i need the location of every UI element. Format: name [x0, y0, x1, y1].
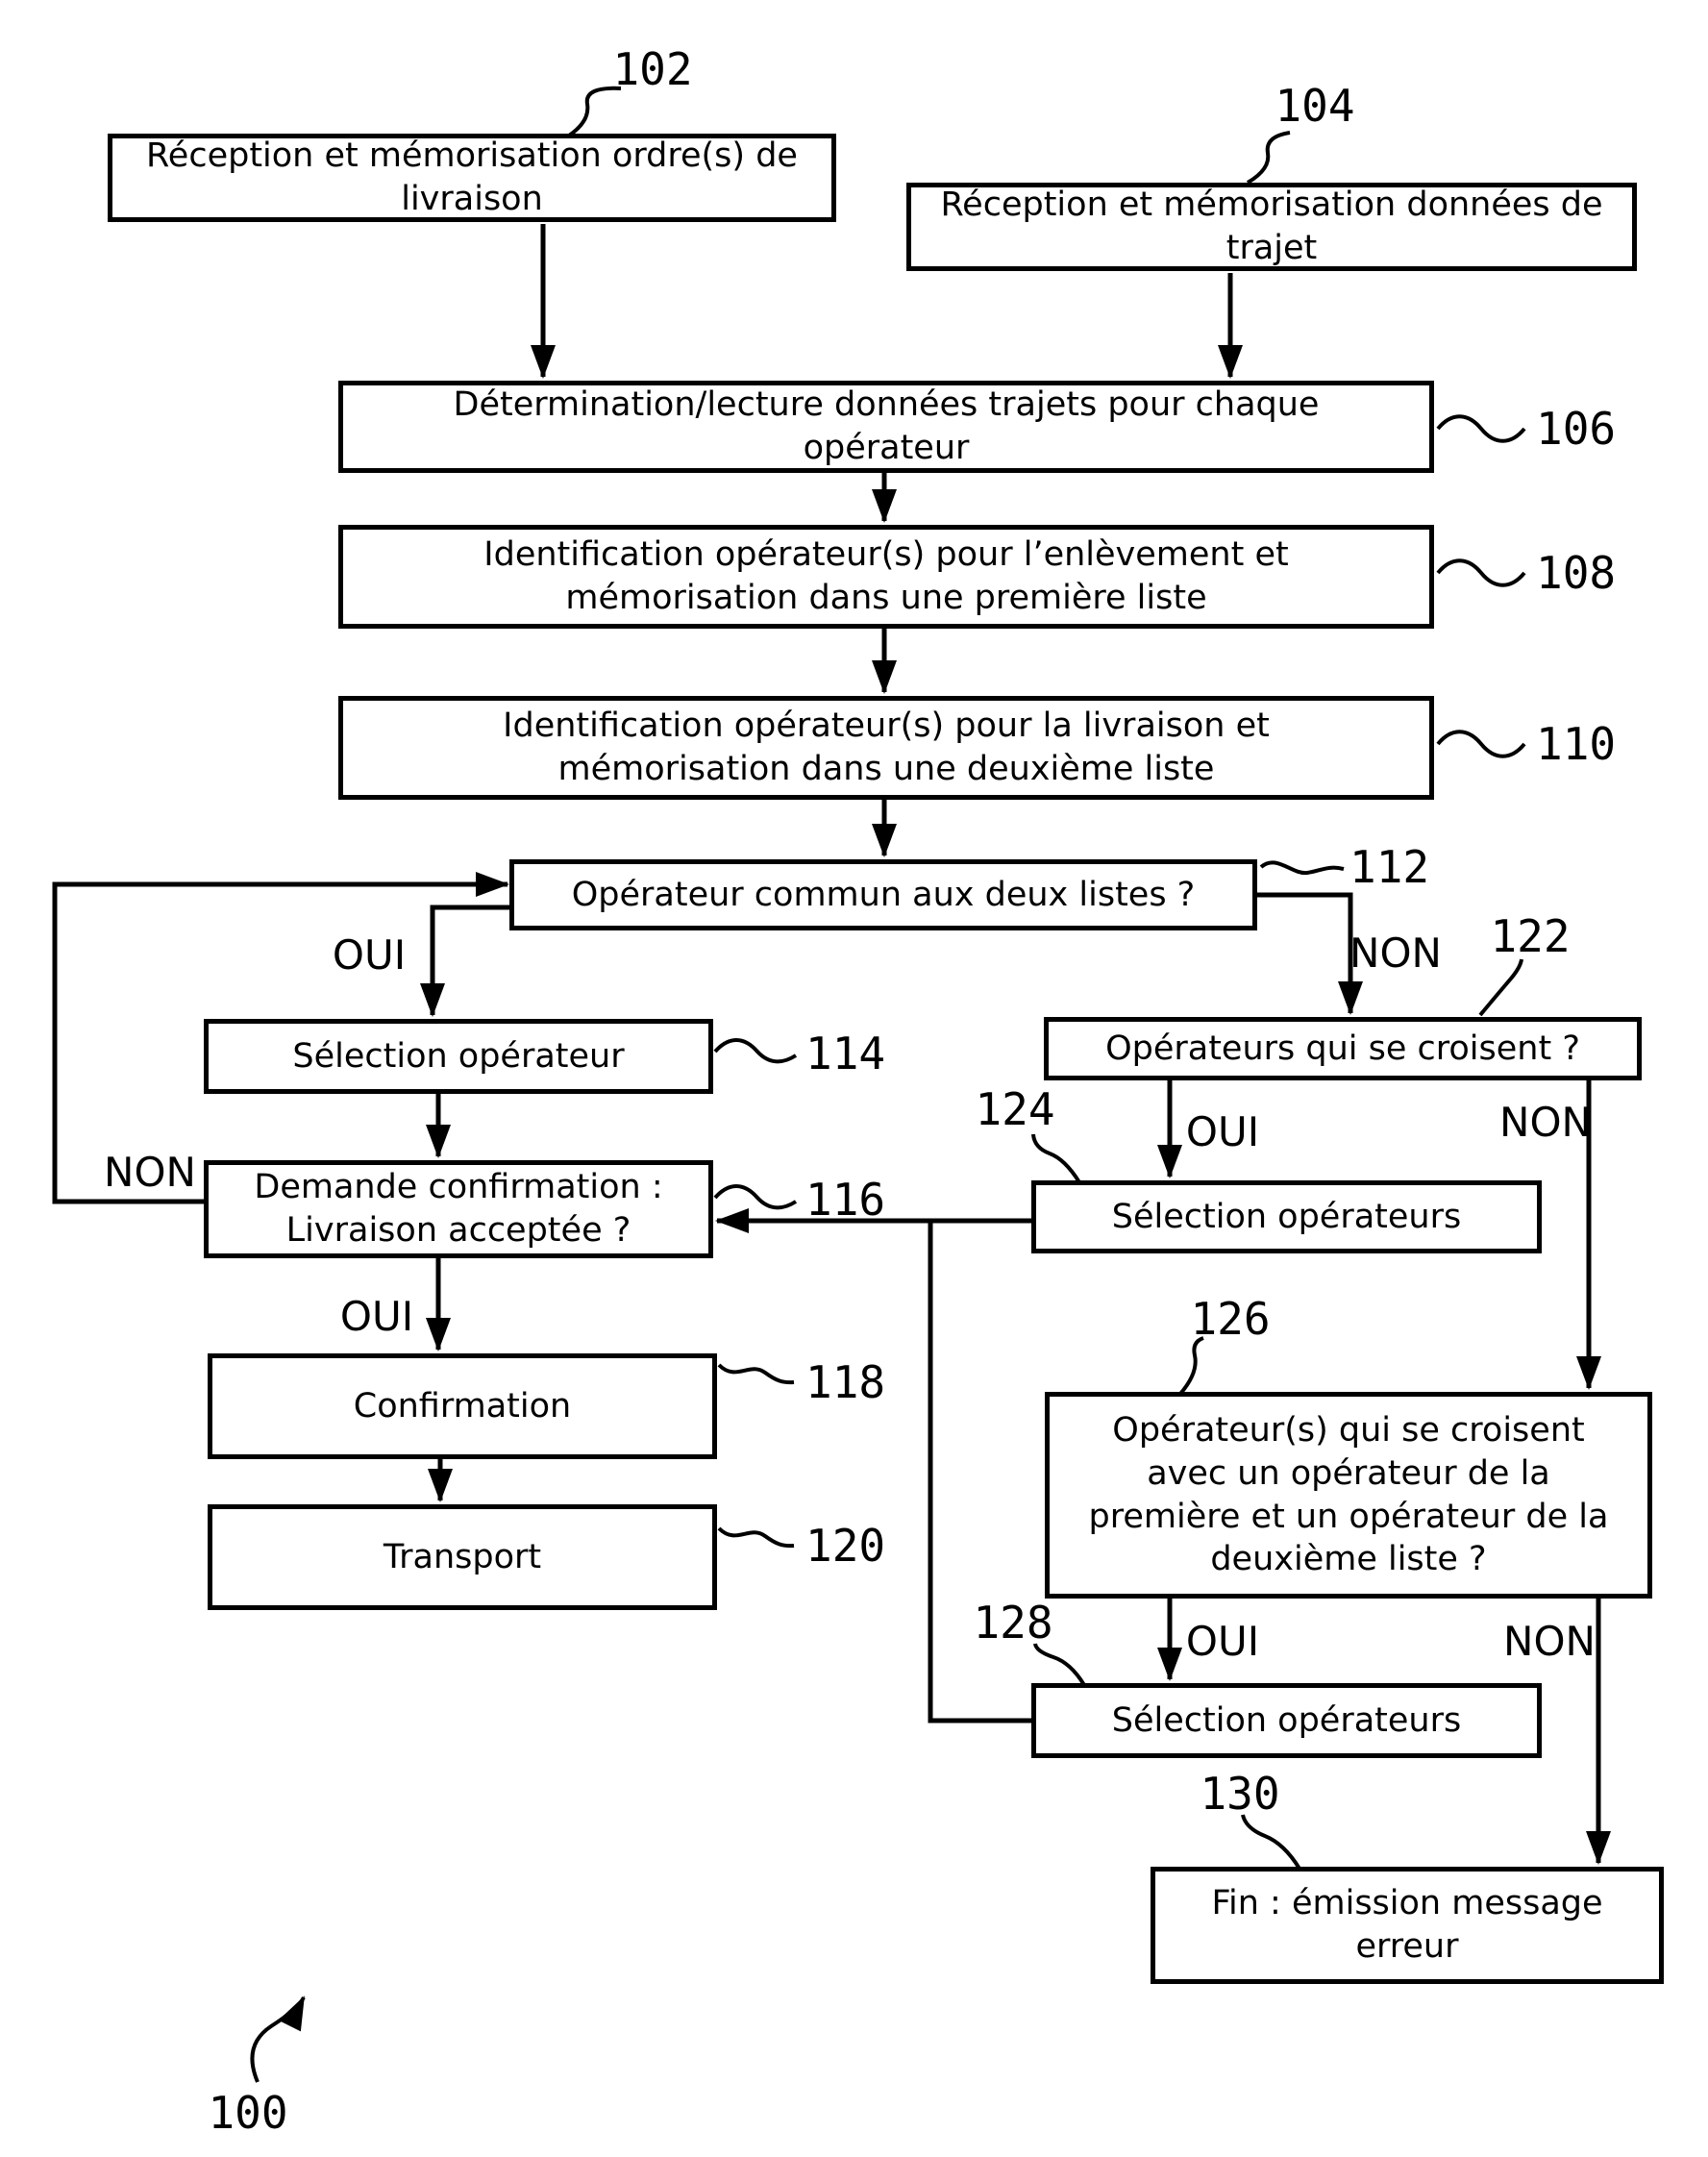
leader-106	[1436, 414, 1526, 443]
ref-102: 102	[612, 43, 692, 95]
leader-104	[1246, 131, 1291, 185]
ref-128: 128	[973, 1597, 1052, 1649]
leader-124	[1031, 1133, 1081, 1184]
process-box-124-label: Sélection opérateurs	[1111, 1197, 1462, 1236]
decision-box-112-label: Opérateur commun aux deux listes ?	[571, 875, 1196, 914]
decision-box-126-label: Opérateur(s) qui se croisent avec un opé…	[1088, 1410, 1609, 1579]
branch-oui-112-114: OUI	[333, 931, 406, 979]
edge-128-join	[928, 1221, 1031, 1723]
terminal-box-130: Fin : émission message erreur	[1151, 1867, 1664, 1984]
leader-112	[1259, 860, 1345, 876]
edge-112-114-oui	[420, 905, 511, 1017]
ref-108: 108	[1536, 547, 1616, 599]
process-box-120-label: Transport	[383, 1537, 542, 1576]
ref-104: 104	[1275, 80, 1354, 132]
leader-108	[1436, 558, 1526, 587]
leader-122	[1478, 958, 1523, 1017]
branch-non-116-112: NON	[104, 1149, 196, 1196]
ref-118: 118	[805, 1356, 885, 1408]
decision-box-122-label: Opérateurs qui se croisent ?	[1105, 1029, 1580, 1068]
terminal-box-130-label: Fin : émission message erreur	[1211, 1884, 1603, 1966]
ref-110: 110	[1536, 718, 1616, 770]
ref-116: 116	[805, 1174, 885, 1226]
branch-oui-126-128: OUI	[1186, 1618, 1259, 1665]
leader-116	[713, 1184, 798, 1210]
process-box-118: Confirmation	[208, 1353, 717, 1459]
leader-120	[717, 1526, 795, 1549]
process-box-102-label: Réception et mémorisation ordre(s) de li…	[146, 136, 798, 218]
process-box-102: Réception et mémorisation ordre(s) de li…	[108, 134, 836, 222]
branch-oui-122-124: OUI	[1186, 1108, 1259, 1155]
ref-126: 126	[1190, 1293, 1270, 1345]
process-box-110-label: Identification opérateur(s) pour la livr…	[503, 707, 1270, 788]
branch-non-112-122: NON	[1349, 930, 1442, 977]
leader-102	[567, 86, 622, 137]
process-box-124: Sélection opérateurs	[1031, 1180, 1542, 1253]
process-box-108-label: Identification opérateur(s) pour l’enlèv…	[483, 535, 1289, 617]
ref-114: 114	[805, 1028, 885, 1079]
decision-box-116-label: Demande confirmation : Livraison accepté…	[254, 1168, 663, 1250]
decision-box-126: Opérateur(s) qui se croisent avec un opé…	[1045, 1392, 1652, 1599]
branch-non-122-126: NON	[1499, 1099, 1592, 1146]
ref-130: 130	[1200, 1768, 1279, 1820]
process-box-106: Détermination/lecture données trajets po…	[338, 381, 1434, 473]
figure-ref-100: 100	[208, 2087, 287, 2139]
ref-106: 106	[1536, 403, 1616, 455]
process-box-114-label: Sélection opérateur	[292, 1036, 625, 1076]
process-box-108: Identification opérateur(s) pour l’enlèv…	[338, 525, 1434, 629]
leader-114	[713, 1038, 798, 1064]
process-box-110: Identification opérateur(s) pour la livr…	[338, 696, 1434, 800]
leader-126	[1178, 1336, 1204, 1396]
leader-130	[1241, 1814, 1301, 1871]
figure-ref-arrow	[250, 1996, 306, 2083]
process-box-118-label: Confirmation	[353, 1386, 572, 1426]
process-box-120: Transport	[208, 1504, 717, 1610]
leader-110	[1436, 730, 1526, 758]
process-box-106-label: Détermination/lecture données trajets po…	[453, 385, 1320, 467]
edge-112-122-non	[1257, 892, 1363, 1015]
process-box-104-label: Réception et mémorisation données de tra…	[940, 186, 1603, 267]
ref-120: 120	[805, 1520, 885, 1572]
ref-112: 112	[1349, 841, 1429, 893]
leader-118	[717, 1363, 795, 1385]
ref-122: 122	[1490, 910, 1570, 962]
process-box-114: Sélection opérateur	[204, 1019, 713, 1094]
ref-124: 124	[975, 1083, 1054, 1135]
branch-oui-116-118: OUI	[340, 1293, 413, 1340]
decision-box-122: Opérateurs qui se croisent ?	[1044, 1017, 1642, 1080]
branch-non-126-130: NON	[1503, 1618, 1596, 1665]
leader-128	[1033, 1643, 1086, 1687]
process-box-128: Sélection opérateurs	[1031, 1683, 1542, 1758]
decision-box-112: Opérateur commun aux deux listes ?	[509, 859, 1257, 930]
process-box-128-label: Sélection opérateurs	[1111, 1700, 1462, 1740]
decision-box-116: Demande confirmation : Livraison accepté…	[204, 1160, 713, 1258]
process-box-104: Réception et mémorisation données de tra…	[906, 183, 1637, 271]
